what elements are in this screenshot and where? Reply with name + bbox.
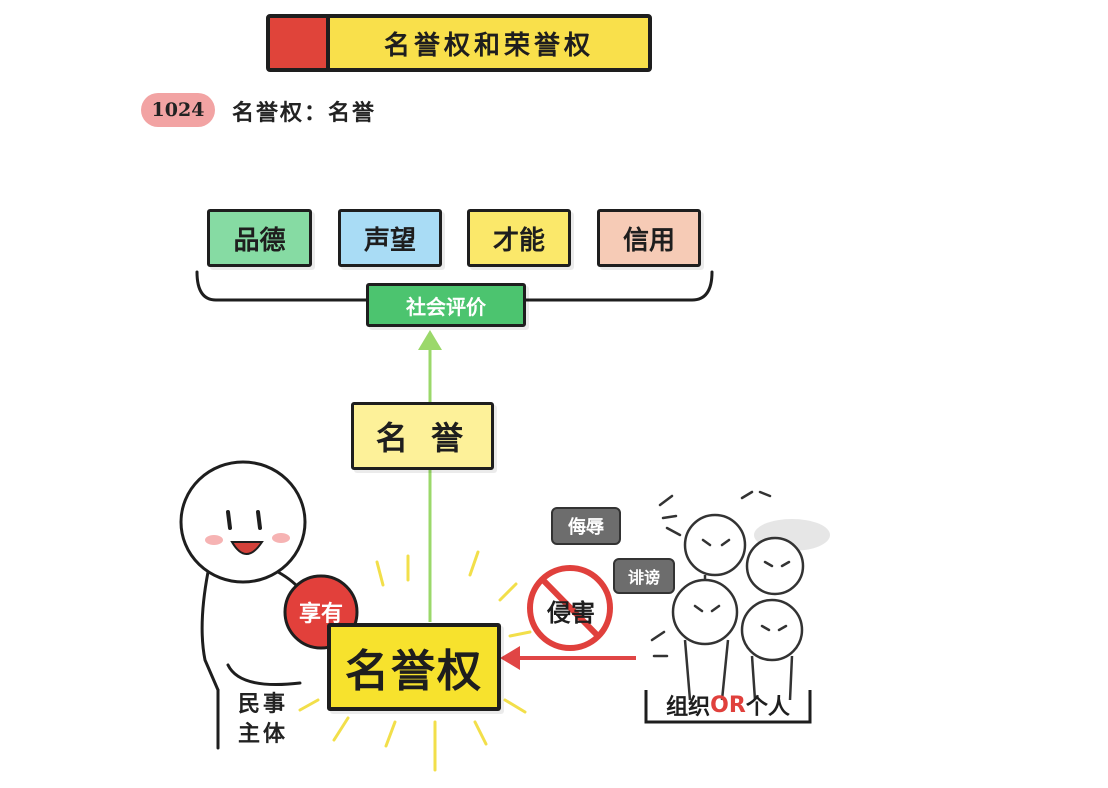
quality-box-talent: 才能 xyxy=(467,209,571,267)
quality-box-prestige: 声望 xyxy=(338,209,442,267)
sparkle-lines xyxy=(298,550,532,772)
slander-bubble: 诽谤 xyxy=(613,558,675,594)
article-subtitle: 名誉权：名誉 xyxy=(232,101,377,126)
red-arrow-head xyxy=(500,646,520,670)
social-evaluation-box: 社会评价 xyxy=(366,283,526,327)
subject-label-line2: 主体 xyxy=(238,722,289,747)
actors-label-individual: 个人 xyxy=(745,695,790,720)
subject-face xyxy=(205,510,290,555)
actors-label: 组织 OR 个人 xyxy=(652,690,804,721)
quality-box-credit: 信用 xyxy=(597,209,701,267)
crowd-faces xyxy=(650,490,791,658)
page-title: 名誉权和荣誉权 xyxy=(383,30,594,61)
article-number-badge: 1024 xyxy=(141,93,215,127)
brace-line xyxy=(195,270,714,302)
actors-label-or: OR xyxy=(710,692,746,718)
actors-label-organization: 组织 xyxy=(666,695,711,720)
quality-box-morality: 品德 xyxy=(207,209,312,267)
actors-bracket xyxy=(644,690,812,724)
right-of-reputation-box: 名誉权 xyxy=(327,623,501,711)
subject-label-line1: 民事 xyxy=(238,692,289,717)
enjoy-label: 享有 xyxy=(298,602,343,627)
reputation-box: 名 誉 xyxy=(351,402,494,470)
infringe-label: 侵害 xyxy=(547,598,595,627)
prohibition-sign xyxy=(527,565,613,651)
banner-red-block xyxy=(270,18,330,68)
green-arrow-head xyxy=(418,330,442,350)
insult-bubble: 侮辱 xyxy=(551,507,621,545)
crowd-figures xyxy=(671,513,830,701)
title-banner: 名誉权和荣誉权 xyxy=(266,14,652,72)
